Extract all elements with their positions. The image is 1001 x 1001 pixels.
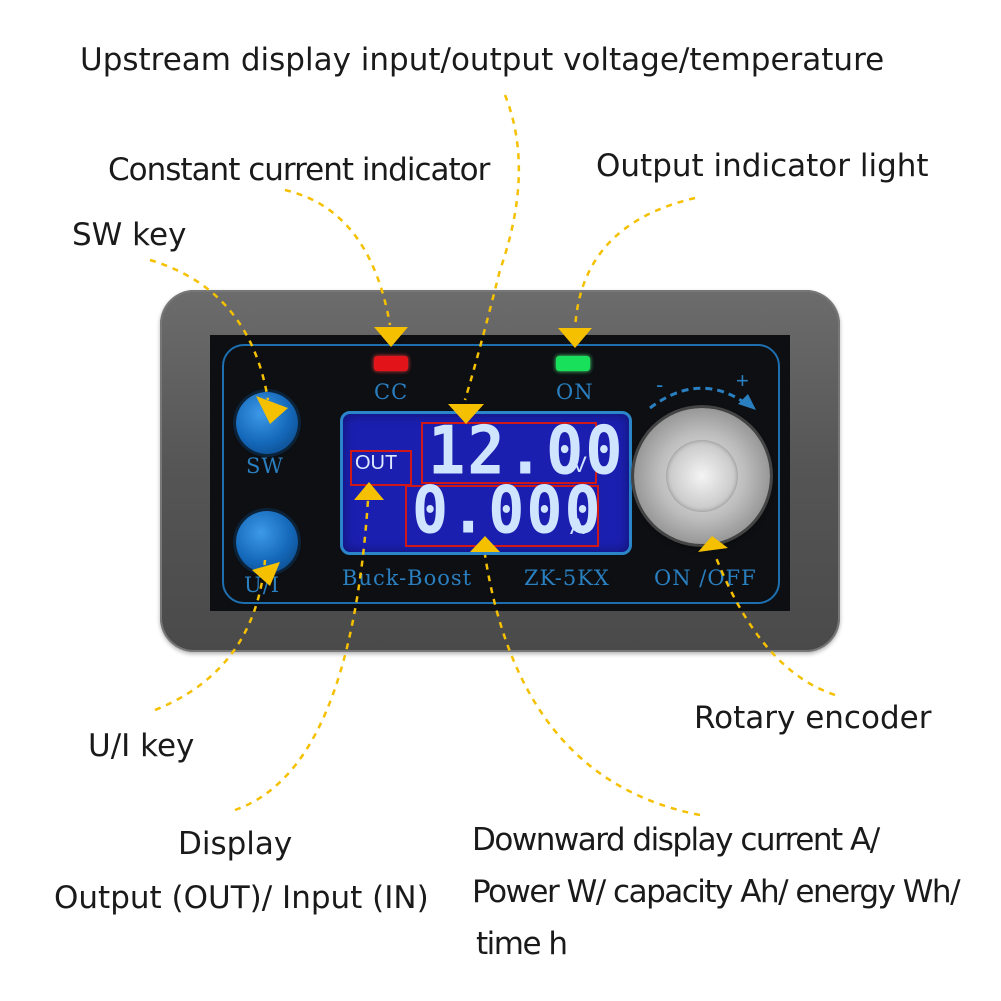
cc-arrowhead-icon — [374, 327, 408, 347]
sw-label: SW — [246, 454, 284, 478]
callout-ui-key: U/I key — [88, 728, 195, 764]
callout-display-modes: Output (OUT)/ Input (IN) — [54, 880, 429, 916]
downward-arrowhead-icon — [470, 536, 500, 552]
callout-upstream-display: Upstream display input/output voltage/te… — [80, 42, 885, 78]
model-number: ZK-5KX — [524, 566, 610, 590]
model-buck-boost: Buck-Boost — [342, 566, 473, 590]
sw-arrowhead-icon — [256, 396, 288, 424]
callout-output-indicator-light: Output indicator light — [596, 148, 929, 184]
display-leader-line — [234, 499, 370, 812]
mode-highlight-box — [350, 450, 412, 486]
output-arrowhead-icon — [558, 328, 592, 348]
upstream-arrowhead-icon — [448, 404, 484, 424]
callout-downward-line-3: time h — [476, 926, 568, 962]
voltage-highlight-box — [421, 422, 597, 484]
upstream-leader-line — [463, 94, 521, 401]
voltage-unit: V — [572, 452, 587, 477]
ui-button[interactable] — [236, 511, 298, 573]
ui-arrowhead-icon — [252, 562, 280, 586]
on-label: ON — [556, 380, 594, 404]
cc-indicator-led — [374, 356, 408, 371]
mode-indicator: OUT — [355, 452, 398, 474]
ui-leader-line — [154, 559, 267, 712]
encoder-on-off-label: ON /OFF — [654, 566, 757, 590]
output-leader-line — [573, 196, 696, 331]
callout-display-title: Display — [178, 826, 293, 862]
cc-label: CC — [374, 380, 409, 404]
voltage-readout: 12.00 — [428, 411, 625, 490]
encoder-plus-label: + — [736, 368, 749, 393]
rotation-arrow-icon — [649, 386, 749, 410]
sw-leader-line — [149, 258, 270, 401]
current-highlight-box — [405, 485, 599, 547]
callout-downward-line-2: Power W/ capacity Ah/ energy Wh/ — [472, 874, 961, 910]
callout-sw-key: SW key — [72, 217, 187, 253]
downward-leader-line — [483, 554, 701, 817]
callout-downward-line-1: Downward display current A/ — [472, 822, 880, 858]
callout-constant-current-indicator: Constant current indicator — [108, 152, 490, 188]
callout-rotary-encoder: Rotary encoder — [694, 700, 932, 736]
rotary-arrowhead-icon — [698, 536, 728, 552]
panel-frame — [222, 344, 780, 604]
rotary-leader-line — [713, 554, 836, 697]
current-unit: A — [570, 514, 585, 539]
current-readout: 0.000 — [412, 473, 603, 549]
cc-leader-line — [284, 188, 392, 326]
rotation-arrowhead-icon — [738, 394, 756, 410]
display-arrowhead-icon — [354, 482, 384, 500]
on-indicator-led — [556, 356, 590, 371]
knob-cap — [666, 440, 738, 512]
encoder-minus-label: - — [656, 372, 664, 397]
